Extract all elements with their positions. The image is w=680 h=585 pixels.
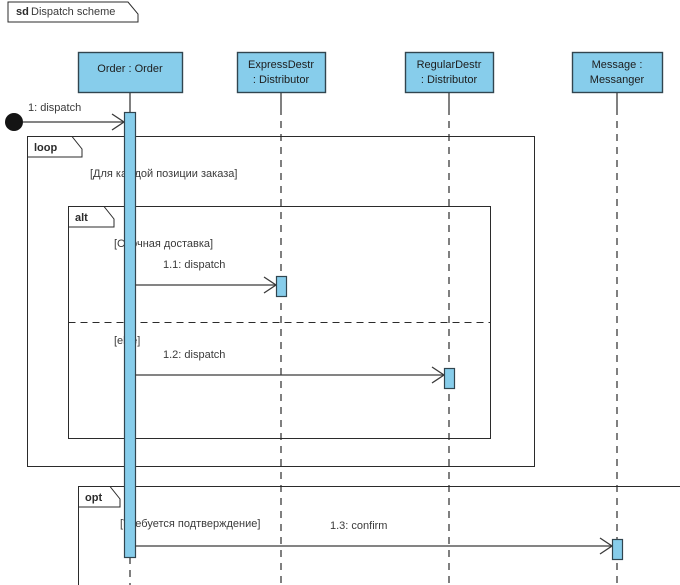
- lifeline-label-express-line2: : Distributor: [253, 74, 310, 86]
- fragment-opt: opt [Требуется подтверждение]: [78, 486, 680, 585]
- lifeline-head-messenger[interactable]: Message : Messanger: [571, 51, 664, 94]
- fragment-opt-tag-label: opt: [85, 492, 102, 504]
- message-label-1-3: 1.3: confirm: [330, 520, 387, 532]
- fragment-loop-tag-shape: [27, 136, 83, 158]
- lifeline-head-order[interactable]: Order : Order: [77, 51, 184, 94]
- fragment-opt-guard: [Требуется подтверждение]: [120, 518, 260, 530]
- message-found-dispatch: 1: dispatch: [5, 102, 126, 131]
- fragment-alt-tag-shape: [68, 206, 115, 228]
- activation-bar-express: [275, 275, 288, 298]
- lifeline-lines: [129, 92, 618, 585]
- message-label-1: 1: dispatch: [28, 102, 81, 114]
- lifeline-label-regular-line1: RegularDestr: [417, 59, 482, 71]
- lifeline-label-express-line1: ExpressDestr: [248, 59, 314, 71]
- activation-bar-messenger: [611, 538, 624, 561]
- activation-bar-order: [123, 111, 137, 559]
- lifeline-box-express[interactable]: [236, 51, 327, 94]
- fragment-opt-tag-shape: [78, 486, 121, 508]
- lifeline-label-regular-line2: : Distributor: [421, 74, 478, 86]
- message-label-1-2: 1.2: dispatch: [163, 349, 225, 361]
- diagram-kind-tag: sd: [16, 6, 29, 18]
- diagram-title: Dispatch scheme: [31, 6, 115, 18]
- lifeline-head-regular[interactable]: RegularDestr : Distributor: [404, 51, 495, 94]
- activation-bar-regular: [443, 367, 456, 390]
- lifeline-head-express[interactable]: ExpressDestr : Distributor: [236, 51, 327, 94]
- lifeline-label-messenger-line2: Messanger: [590, 74, 645, 86]
- lifeline-box-messenger[interactable]: [571, 51, 664, 94]
- fragment-alt-guard: [Срочная доставка]: [114, 238, 213, 250]
- message-1-2-dispatch: 1.2: dispatch: [135, 349, 456, 390]
- fragment-loop-guard: [Для каждой позиции заказа]: [90, 168, 237, 180]
- activation-order: [123, 111, 137, 559]
- message-label-1-1: 1.1: dispatch: [163, 259, 225, 271]
- message-1-3-confirm: 1.3: confirm: [135, 520, 624, 561]
- lifeline-label-order-line1: Order : Order: [97, 63, 163, 75]
- found-message-start-dot: [5, 113, 23, 131]
- fragment-loop-frame: [27, 136, 535, 467]
- lifeline-label-messenger-line1: Message :: [592, 59, 643, 71]
- lifeline-box-order[interactable]: [77, 51, 184, 94]
- fragment-loop-tag-label: loop: [34, 142, 57, 154]
- fragment-opt-frame: [78, 486, 680, 585]
- message-1-1-dispatch: 1.1: dispatch: [135, 259, 288, 298]
- fragment-alt-tag-label: alt: [75, 212, 88, 224]
- diagram-title-tag: sd Dispatch scheme: [7, 1, 139, 23]
- lifeline-box-regular[interactable]: [404, 51, 495, 94]
